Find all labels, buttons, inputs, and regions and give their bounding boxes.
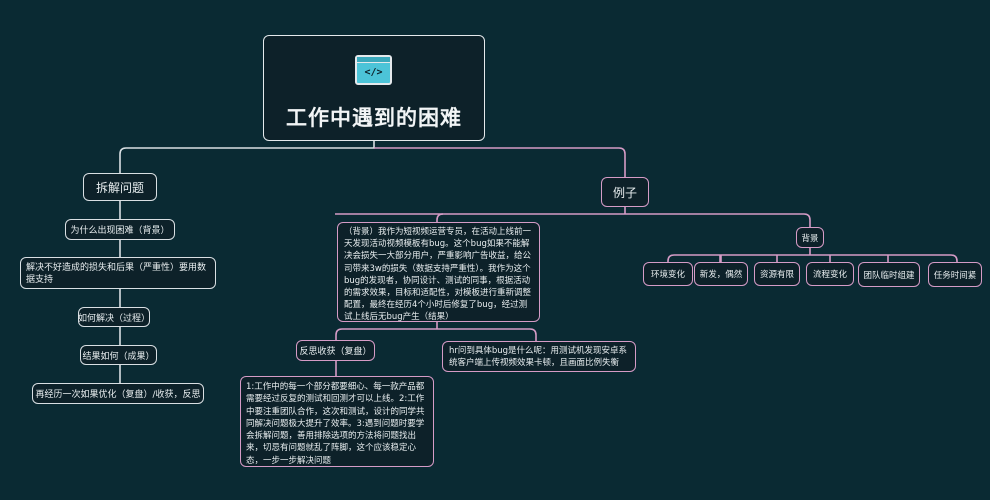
- root-node[interactable]: </> 工作中遇到的困难: [263, 35, 485, 141]
- left-child-node-outcome[interactable]: 结果如何（成果）: [80, 345, 157, 365]
- branch-node-decompose[interactable]: 拆解问题: [83, 173, 157, 201]
- background-node[interactable]: 背景: [796, 227, 824, 248]
- background-child-limited-resources[interactable]: 资源有限: [754, 262, 800, 286]
- reflection-detail-node[interactable]: 1:工作中的每一个部分都要细心、每一款产品都需要经过反复的测试和回测才可以上线。…: [240, 376, 434, 467]
- left-child-node-severity[interactable]: 解决不好造成的损失和后果（严重性）要用数据支持: [20, 257, 216, 289]
- left-child-node-background[interactable]: 为什么出现困难（背景）: [65, 219, 175, 240]
- code-window-icon: </>: [355, 55, 392, 85]
- background-child-environment-change[interactable]: 环境变化: [643, 262, 693, 286]
- branch-node-example[interactable]: 例子: [601, 177, 649, 207]
- story-node[interactable]: （背景）我作为短视频运营专员，在活动上线前一天发现活动视频模板有bug。这个bu…: [337, 222, 540, 322]
- left-child-node-review[interactable]: 再经历一次如果优化（复盘）/收获，反思: [32, 383, 204, 404]
- background-child-new-accidental[interactable]: 新发，偶然: [694, 262, 748, 286]
- background-child-tight-schedule[interactable]: 任务时间紧: [928, 262, 982, 287]
- left-child-node-process[interactable]: 如何解决（过程）: [78, 307, 150, 327]
- background-child-temporary-team[interactable]: 团队临时组建: [858, 262, 920, 287]
- root-title: 工作中遇到的困难: [286, 106, 462, 130]
- reflection-node[interactable]: 反思收获（复盘）: [296, 340, 375, 361]
- hr-question-node[interactable]: hr问到具体bug是什么呢：用测试机发现安卓系统客户端上传视频效果卡顿，且画面比…: [442, 341, 636, 372]
- background-child-process-change[interactable]: 流程变化: [806, 262, 854, 286]
